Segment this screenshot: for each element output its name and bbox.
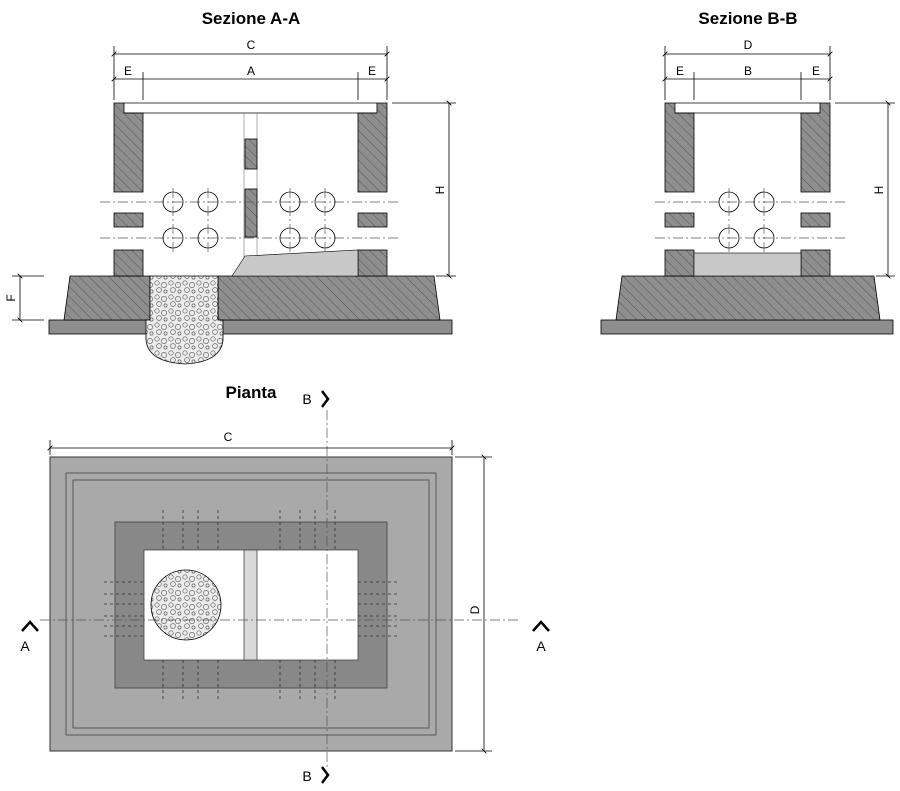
section-aa-drawing: C E A E H F (4, 38, 456, 365)
dim-label-e-bb-right: E (812, 64, 820, 78)
dim-label-d-bb: D (744, 38, 753, 52)
section-mark-b-bottom: B (302, 768, 311, 784)
dim-label-b-bb: B (744, 64, 752, 78)
section-mark-a-right: A (536, 638, 546, 654)
section-mark-a-left: A (20, 638, 30, 654)
dim-label-e-aa-right: E (368, 64, 376, 78)
dim-label-f-aa: F (4, 294, 18, 301)
plan-drawing: C D A A B B (20, 390, 550, 784)
dim-label-d-plan: D (468, 605, 482, 614)
dim-label-c-aa: C (247, 38, 256, 52)
section-bb-title: Sezione B-B (698, 9, 797, 28)
dim-label-h-aa: H (433, 186, 447, 195)
dim-label-e-bb-left: E (676, 64, 684, 78)
dim-label-a-aa: A (247, 64, 255, 78)
dim-label-e-aa-left: E (124, 64, 132, 78)
dim-label-h-bb: H (872, 186, 886, 195)
section-aa-title: Sezione A-A (202, 9, 301, 28)
section-bb-drawing: D E B E H (600, 38, 895, 335)
section-mark-b-top: B (302, 391, 311, 407)
plan-title: Pianta (225, 383, 277, 402)
dim-label-c-plan: C (224, 430, 233, 444)
